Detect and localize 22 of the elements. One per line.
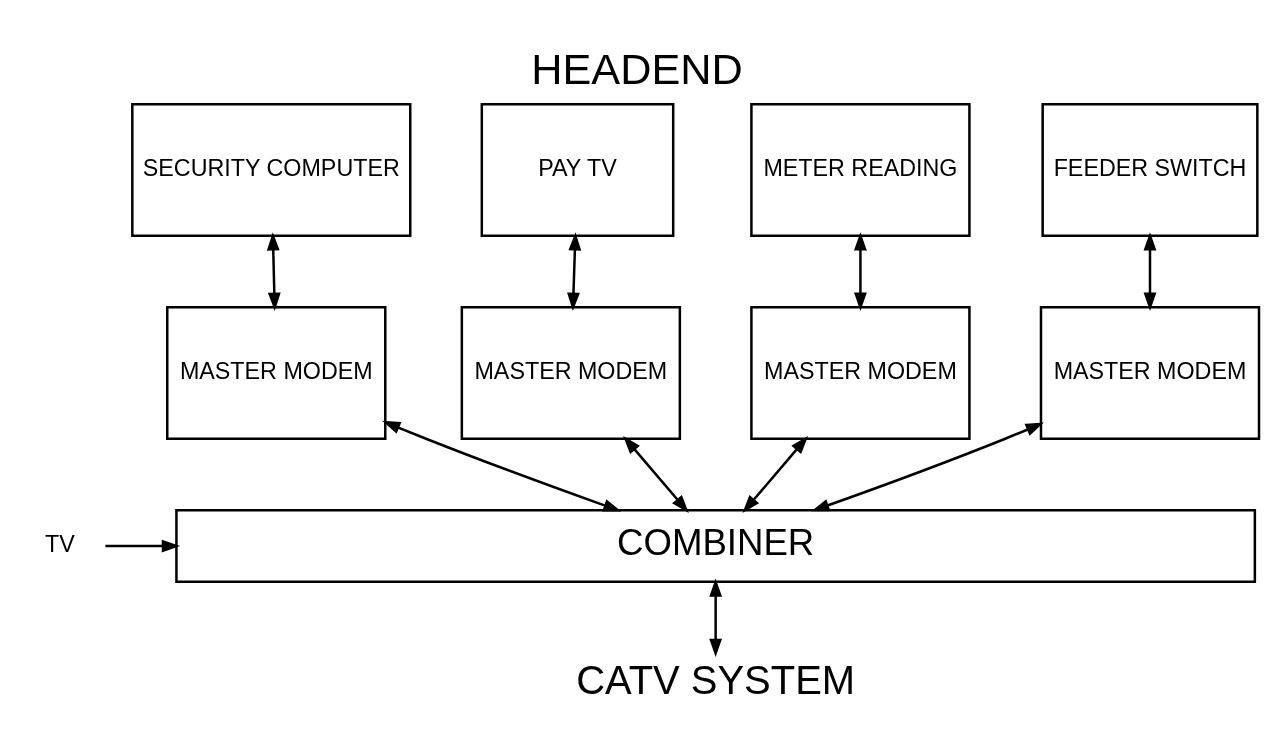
node-box: SECURITY COMPUTER [131,103,412,237]
arrow [1143,232,1157,311]
node-box: FEEDER SWITCH [1041,103,1259,237]
node-text: TV [45,531,75,558]
node-box: MASTER MODEM [166,306,387,440]
arrow [623,435,689,514]
node-text: CATV SYSTEM [576,657,856,702]
node-box: MASTER MODEM [1039,306,1261,440]
node-box: METER READING [750,103,971,237]
arrow [854,232,867,311]
node-box: MASTER MODEM [750,306,971,440]
node-box: COMBINER [175,509,1257,584]
arrow [382,420,622,512]
diagram-title: HEADEND [531,44,743,93]
arrow [266,232,281,311]
node-box: PAY TV [480,103,675,237]
arrow [105,539,181,553]
arrow [567,232,582,311]
arrow [709,578,723,657]
arrow [811,422,1044,512]
arrow [742,435,809,514]
node-box: MASTER MODEM [460,306,682,440]
